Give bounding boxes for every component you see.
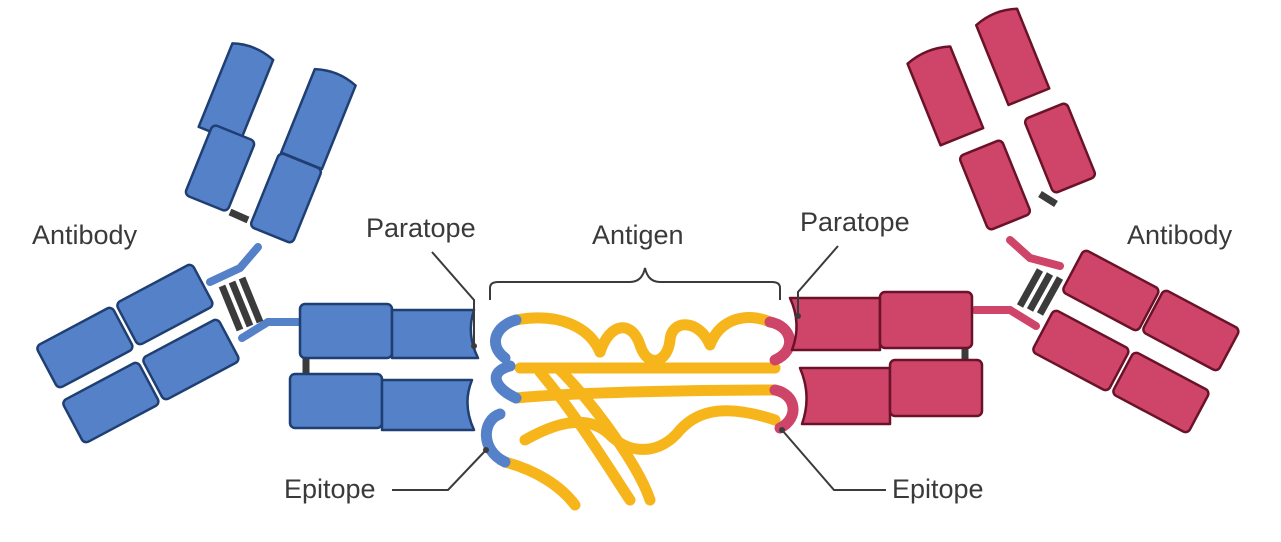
right-fc-domain-2 — [1142, 289, 1240, 372]
left-fc — [36, 263, 240, 444]
right-binding-fab — [788, 290, 984, 426]
left-binding-variable-domain-1 — [390, 308, 480, 360]
right-fc-domain-3 — [1032, 309, 1130, 392]
left-antibody-hinge — [206, 243, 306, 342]
annotation-lines — [392, 245, 886, 491]
antigen-chain — [480, 311, 799, 511]
right-upper-constant-domain-1 — [958, 139, 1032, 231]
right-binding-constant-domain-1 — [878, 290, 974, 350]
left-binding-constant-domain-2 — [288, 372, 384, 430]
antigen-bracket — [489, 267, 781, 300]
left-fc-domain-2 — [116, 263, 214, 346]
right-fc — [1032, 249, 1240, 434]
right-upper-fab — [906, 7, 1097, 231]
left-upper-constant-domain-1 — [184, 124, 256, 212]
left-upper-variable-domain-2 — [279, 67, 357, 171]
left-binding-variable-domain-2 — [380, 378, 476, 432]
right-binding-constant-domain-2 — [888, 358, 984, 418]
antigen-label: Antigen — [592, 220, 684, 250]
antibody-right-label: Antibody — [1127, 220, 1233, 250]
epitope-right-label: Epitope — [892, 474, 984, 504]
left-fc-domain-1 — [36, 306, 134, 389]
right-fc-domain-1 — [1062, 249, 1160, 332]
right-upper-constant-domain-2 — [1023, 102, 1097, 194]
right-antibody-hinge — [971, 236, 1064, 330]
left-fc-domain-3 — [62, 361, 160, 444]
paratope-right-leader — [797, 245, 839, 316]
left-upper-constant-domain-2 — [249, 152, 323, 244]
right-binding-variable-domain-2 — [798, 366, 892, 426]
left-antibody — [36, 42, 480, 444]
right-disulfide-bonds — [961, 191, 1064, 364]
epitope-left-leader — [392, 449, 487, 491]
antibody-left-label: Antibody — [32, 220, 138, 250]
left-upper-fab — [184, 42, 357, 244]
left-upper-variable-domain-1 — [197, 42, 275, 145]
paratope-left-leader — [431, 251, 475, 346]
epitope-right-leader — [781, 429, 886, 491]
epitope-left-label: Epitope — [284, 474, 376, 504]
epitope-right-dot — [779, 427, 785, 433]
right-antibody — [788, 7, 1240, 434]
left-fc-domain-4 — [142, 318, 240, 401]
left-disulfide-bonds — [218, 208, 310, 378]
left-binding-fab — [288, 302, 480, 432]
right-upper-variable-domain-2 — [974, 7, 1051, 107]
paratope-right-dot — [795, 313, 801, 319]
left-epitope-segments — [480, 314, 522, 468]
left-binding-constant-domain-1 — [298, 302, 394, 360]
right-binding-variable-domain-1 — [788, 296, 882, 352]
right-fc-domain-4 — [1112, 351, 1210, 434]
paratope-left-dot — [471, 343, 477, 349]
paratope-left-label: Paratope — [366, 213, 476, 243]
right-upper-variable-domain-1 — [906, 45, 985, 147]
epitope-left-dot — [483, 447, 489, 453]
right-epitope-segments — [764, 316, 799, 434]
paratope-right-label: Paratope — [800, 207, 910, 237]
